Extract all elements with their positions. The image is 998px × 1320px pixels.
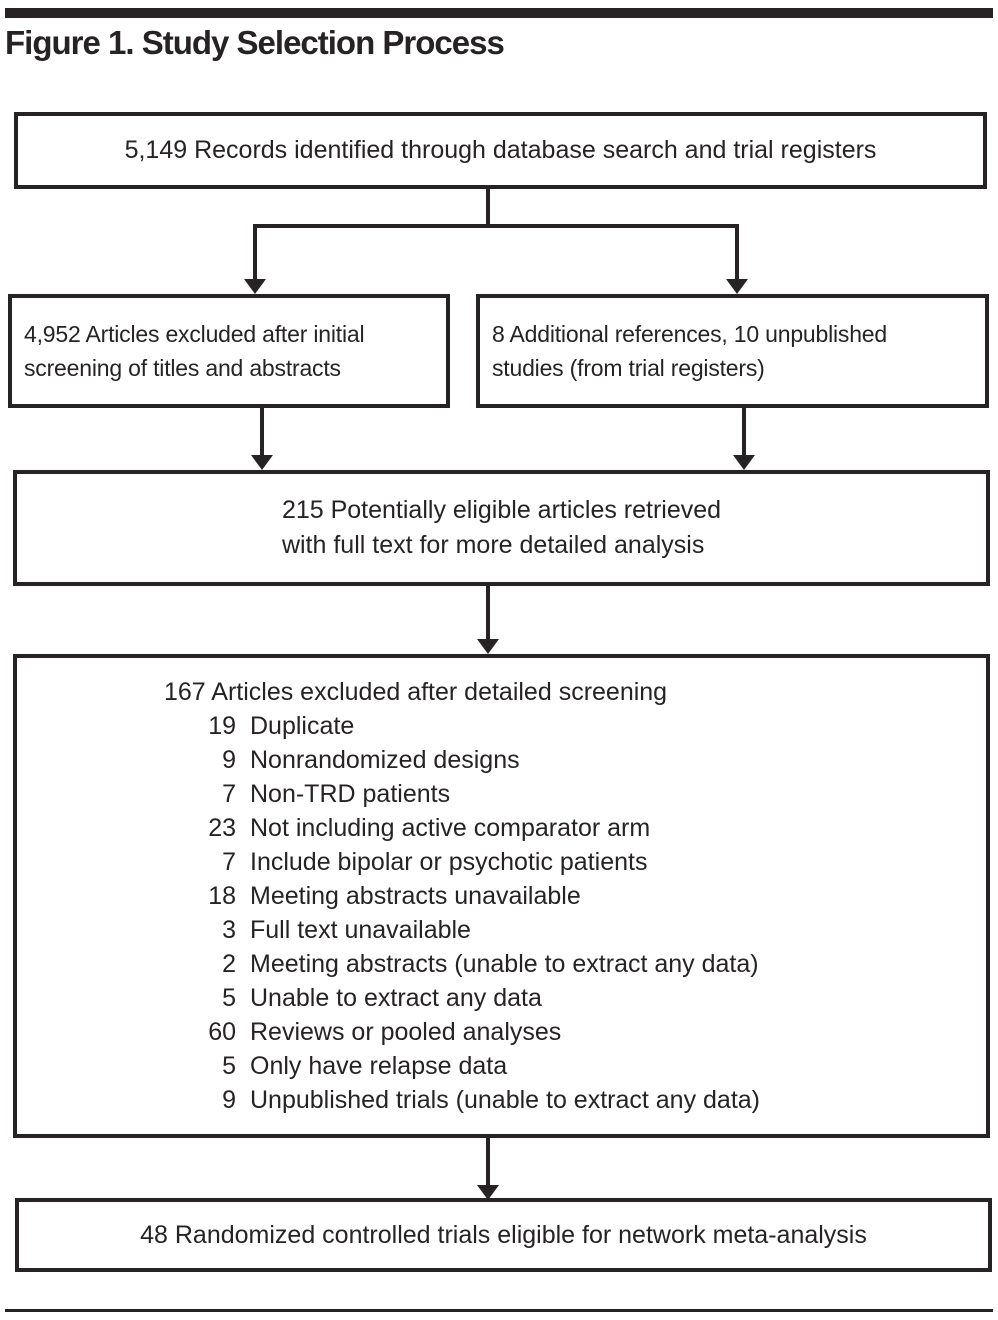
top-rule — [5, 8, 993, 18]
exclusion-item: 9 Nonrandomized designs — [164, 743, 986, 777]
exclusion-count: 2 — [222, 950, 236, 978]
arrow-down-icon — [244, 279, 266, 294]
exclusion-reason: Non-TRD patients — [250, 780, 451, 808]
exclusion-reason: Only have relapse data — [250, 1052, 508, 1080]
exclusion-reason: Meeting abstracts (unable to extract any… — [250, 950, 759, 978]
exclusion-count: 23 — [208, 814, 236, 842]
exclusion-count: 7 — [222, 780, 236, 808]
exclusion-item: 5 Unable to extract any data — [164, 981, 986, 1015]
exclusion-item: 60 Reviews or pooled analyses — [164, 1015, 986, 1049]
exclusion-item: 5 Only have relapse data — [164, 1049, 986, 1083]
exclusion-reason: Nonrandomized designs — [250, 746, 520, 774]
final-inclusion-box: 48 Randomized controlled trials eligible… — [15, 1198, 992, 1272]
additional-references-line1: 8 Additional references, 10 unpublished — [492, 321, 887, 347]
exclusion-reason: Reviews or pooled analyses — [250, 1018, 562, 1046]
exclusion-item: 7 Include bipolar or psychotic patients — [164, 845, 986, 879]
initial-exclusion-box: 4,952 Articles excluded after initial sc… — [8, 294, 450, 408]
arrow-down-icon — [477, 1185, 499, 1200]
exclusion-header: 167 Articles excluded after detailed scr… — [164, 678, 668, 706]
exclusion-item: 3 Full text unavailable — [164, 913, 986, 947]
exclusion-count: 9 — [222, 746, 236, 774]
exclusion-count: 7 — [222, 848, 236, 876]
exclusion-reason: Meeting abstracts unavailable — [250, 882, 581, 910]
exclusion-reason: Unable to extract any data — [250, 984, 542, 1012]
eligible-articles-box: 215 Potentially eligible articles retrie… — [13, 470, 990, 586]
arrow-down-icon — [726, 279, 748, 294]
exclusion-count: 5 — [222, 984, 236, 1012]
exclusion-reason: Duplicate — [250, 712, 355, 740]
exclusion-count: 18 — [208, 882, 236, 910]
additional-references-box: 8 Additional references, 10 unpublished … — [476, 294, 989, 408]
exclusion-count: 5 — [222, 1052, 236, 1080]
eligible-articles-line2: with full text for more detailed analysi… — [281, 531, 705, 559]
exclusion-reason: Unpublished trials (unable to extract an… — [250, 1086, 761, 1114]
exclusion-item: 18 Meeting abstracts unavailable — [164, 879, 986, 913]
exclusion-item: 9 Unpublished trials (unable to extract a… — [164, 1083, 986, 1117]
exclusion-item: 2 Meeting abstracts (unable to extract an… — [164, 947, 986, 981]
exclusion-item: 19 Duplicate — [164, 709, 986, 743]
exclusion-count: 19 — [208, 712, 236, 740]
exclusion-count: 9 — [222, 1086, 236, 1114]
final-inclusion-text: 48 Randomized controlled trials eligible… — [140, 1220, 867, 1249]
exclusion-item: 23 Not including active comparator arm — [164, 811, 986, 845]
figure-title: Figure 1. Study Selection Process — [5, 24, 505, 61]
arrow-down-icon — [477, 639, 499, 654]
initial-exclusion-line1: 4,952 Articles excluded after initial — [24, 321, 365, 347]
eligible-articles-text: 215 Potentially eligible articles retrie… — [282, 493, 721, 563]
records-identified-text: 5,149 Records identified through databas… — [124, 136, 877, 164]
exclusion-reason: Full text unavailable — [250, 916, 471, 944]
initial-exclusion-line2: screening of titles and abstracts — [24, 355, 341, 381]
exclusion-reason: Include bipolar or psychotic patients — [250, 848, 648, 876]
eligible-articles-line1: 215 Potentially eligible articles retrie… — [281, 496, 722, 524]
exclusion-item: 7 Non-TRD patients — [164, 777, 986, 811]
exclusion-reason: Not including active comparator arm — [250, 814, 651, 842]
records-identified-box: 5,149 Records identified through databas… — [14, 112, 987, 189]
arrow-down-icon — [733, 455, 755, 470]
exclusion-list: 19 Duplicate 9 Nonrandomized designs 7 Non-TR… — [164, 709, 986, 1117]
additional-references-line2: studies (from trial registers) — [492, 355, 765, 381]
bottom-rule — [5, 1309, 993, 1312]
arrow-down-icon — [251, 455, 273, 470]
detailed-exclusion-box: 167 Articles excluded after detailed scr… — [13, 654, 990, 1138]
exclusion-count: 60 — [208, 1018, 236, 1046]
exclusion-count: 3 — [222, 916, 236, 944]
